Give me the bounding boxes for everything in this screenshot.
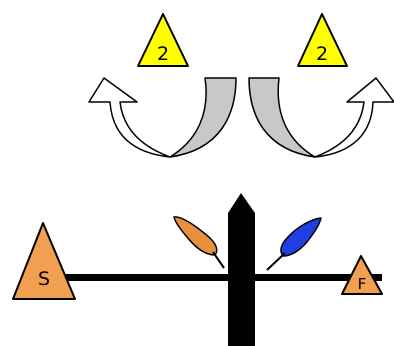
leaf-icon-orange — [174, 217, 224, 268]
rotation-marker-right-label: 2 — [316, 43, 328, 65]
rotation-marker-left: 2 — [138, 14, 188, 66]
weight-right-label: F — [358, 275, 367, 293]
curved-arrow-left-icon — [89, 78, 236, 157]
rotation-marker-left-label: 2 — [157, 43, 169, 65]
leaf-icon-blue — [267, 218, 321, 270]
weight-left: S — [13, 223, 75, 299]
weight-left-label: S — [38, 268, 50, 290]
rotation-marker-right: 2 — [298, 14, 347, 66]
curved-arrow-right-icon — [249, 78, 394, 157]
fulcrum-post — [228, 193, 255, 346]
lever-bar — [52, 274, 382, 281]
